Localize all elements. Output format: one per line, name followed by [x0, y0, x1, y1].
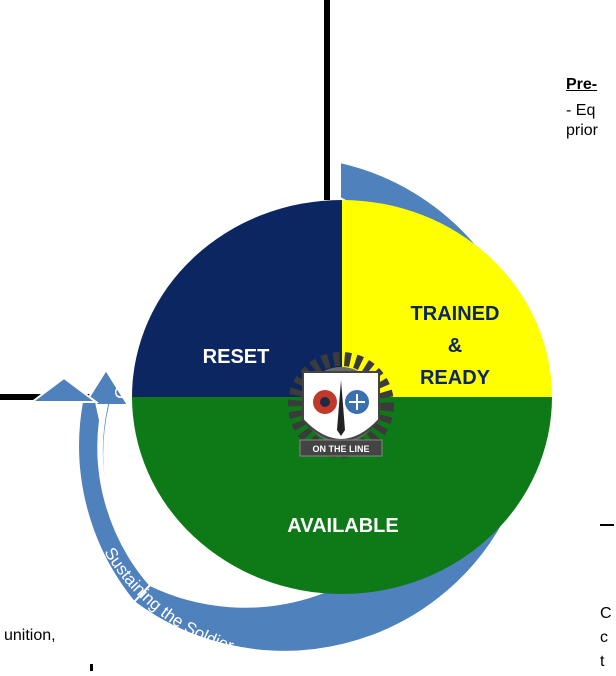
side-pre-line1: - Eq	[566, 102, 596, 119]
available-quadrant	[132, 397, 552, 594]
reset-label: RESET	[203, 346, 270, 368]
side-bottom-right-line2: c	[600, 629, 608, 646]
side-bottom-left-text: unition,	[4, 627, 56, 644]
side-bottom-left-fragment	[90, 664, 93, 671]
trained-quadrant	[342, 200, 552, 397]
side-bottom-right-line1: C	[600, 605, 612, 622]
side-pre-heading: Pre-	[566, 76, 598, 93]
available-label: AVAILABLE	[287, 515, 398, 537]
cycle-arrow-bottom	[29, 376, 152, 604]
trained-label-line3: READY	[420, 367, 491, 389]
trained-label-line1: TRAINED	[411, 303, 500, 325]
emblem-motto: ON THE LINE	[312, 444, 369, 454]
side-bottom-right-line3: t	[600, 653, 605, 670]
reset-quadrant	[132, 200, 342, 397]
side-underline-fragment	[600, 524, 614, 526]
cycle-arrow-left	[82, 368, 151, 586]
trained-label-line2: &	[448, 335, 462, 357]
side-pre-line2: prior	[566, 122, 599, 139]
unit-crest-icon: ON THE LINE	[288, 352, 394, 458]
